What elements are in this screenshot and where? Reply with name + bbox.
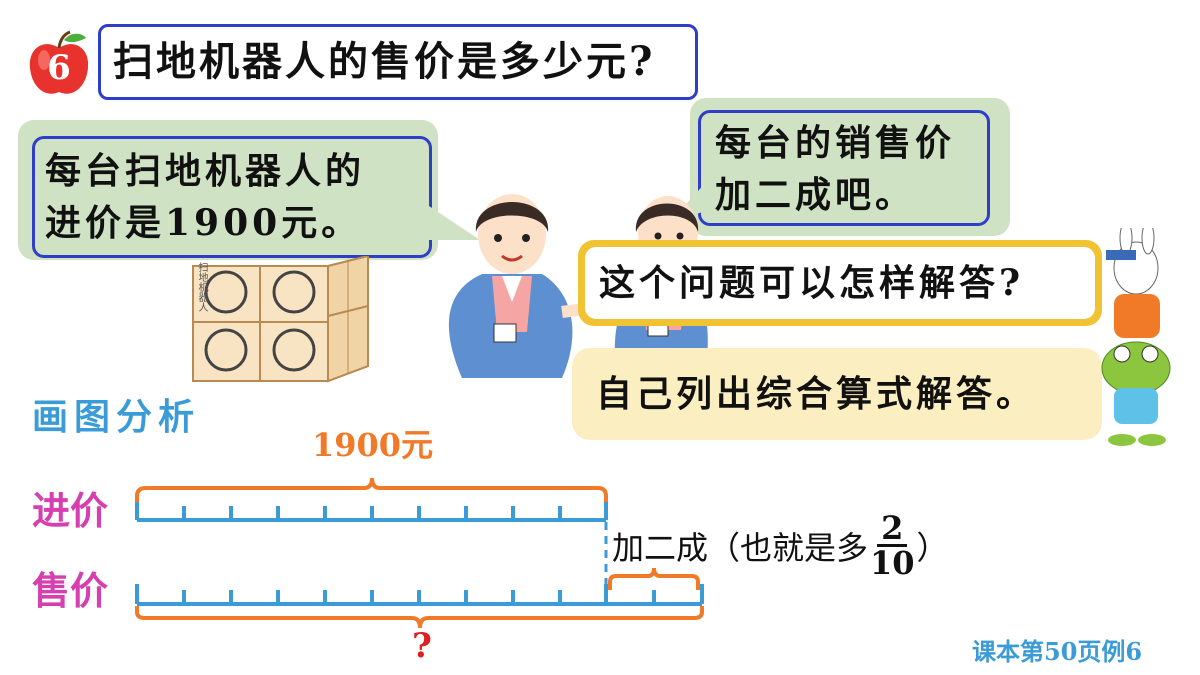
row2-label: 售价: [32, 568, 109, 613]
speech-bubble-left-inner: 每台扫地机器人的 进价是1900元。: [32, 136, 432, 258]
robot-boxes-illustration: [192, 256, 369, 383]
rabbit-frog-characters: [1101, 228, 1171, 446]
cost-price-bar: [135, 502, 608, 522]
prompt-question: 这个问题可以怎样解答?: [582, 244, 1098, 322]
extra-label-text: 加二成（也就是多: [612, 528, 869, 567]
speech-bubble-right: 每台的销售价 加二成吧。: [690, 98, 1010, 236]
prompt-answer: 自己列出综合算式解答。: [572, 348, 1102, 440]
speech-bubble-left: 每台扫地机器人的 进价是1900元。: [18, 120, 438, 260]
bottom-brace: [135, 606, 704, 629]
sale-price-bar: [135, 584, 704, 606]
close-paren: ）: [916, 528, 949, 567]
speech-left-line1: 每台扫地机器人的: [45, 150, 366, 192]
extra-brace: [608, 567, 700, 590]
top-brace-label: 1900元: [312, 426, 434, 464]
question-title: 扫地机器人的售价是多少元?: [98, 24, 698, 100]
apple-number-icon: 6: [24, 30, 94, 100]
speech-left-line2: 进价是1900元。: [45, 202, 362, 244]
speech-right-line1: 每台的销售价: [715, 122, 956, 164]
row1-label: 进价: [32, 488, 109, 533]
box-label-1: 扫地机器人: [196, 262, 207, 312]
section-title: 画图分析: [32, 396, 201, 438]
speech-bubble-right-inner: 每台的销售价 加二成吧。: [698, 110, 990, 226]
fraction: 2 10: [870, 512, 915, 579]
top-brace: [135, 477, 608, 510]
page-reference: 课本第50页例6: [972, 637, 1143, 666]
speech-right-line2: 加二成吧。: [715, 174, 916, 216]
fraction-denominator: 10: [870, 544, 915, 582]
example-number: 6: [47, 48, 71, 88]
unknown-question-mark: ?: [412, 626, 432, 666]
prompt-question-bubble: 这个问题可以怎样解答?: [578, 240, 1102, 326]
speech-tail-left: [420, 200, 480, 240]
fraction-numerator: 2: [877, 512, 908, 547]
extra-label: 加二成（也就是多 2 10 ）: [612, 512, 949, 579]
